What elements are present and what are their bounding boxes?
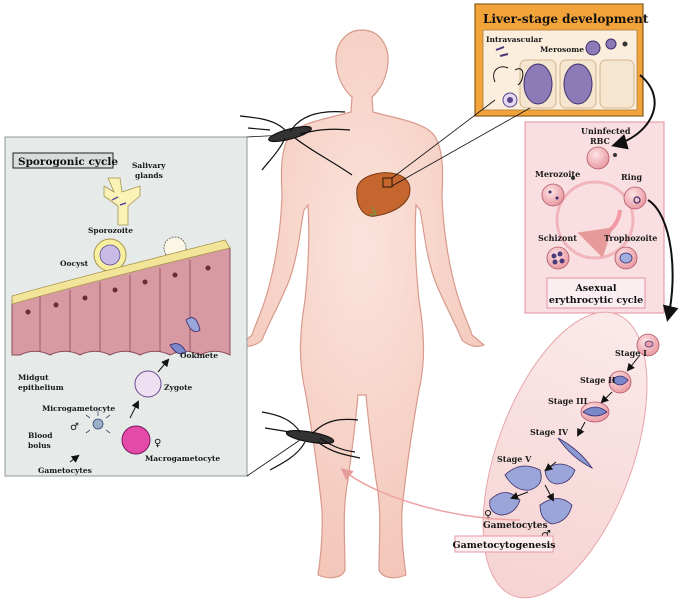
macrogametocyte-label: Macrogametocyte — [145, 454, 220, 463]
salivary-glands — [103, 177, 141, 226]
sporozoite-label: Sporozoite — [88, 226, 133, 235]
rbc-merozoite — [541, 183, 565, 207]
microgametocyte-label: Microgametocyte — [42, 404, 115, 413]
macrogametocyte — [121, 425, 151, 455]
liver-stage-panel: Liver-stage development Intravascular Me… — [474, 3, 649, 117]
gametocytes-label: Gametocytes — [483, 521, 548, 531]
sporogonic-panel: Sporogonic cycle Salivary glands Sporozo… — [4, 136, 248, 477]
gametocytogenesis-title: Gametocytogenesis — [452, 540, 555, 551]
midgut-label-2: epithelium — [18, 383, 64, 392]
stage-2-label: Stage II — [580, 375, 616, 385]
macro-female-symbol: ♀ — [154, 438, 161, 449]
stage-4-label: Stage IV — [530, 427, 569, 437]
human-body — [238, 29, 486, 579]
gametocytogenesis-panel: Stage I Stage II Stage III Stage IV Stag… — [452, 311, 660, 599]
ookinete — [169, 343, 187, 355]
gametocyte-male — [539, 498, 573, 525]
schizont-label: Schizont — [538, 233, 577, 243]
male-symbol: ♂ — [541, 528, 551, 541]
stage-5-label: Stage V — [497, 454, 532, 464]
oocyst-label: Oocyst — [60, 259, 89, 268]
female-symbol: ♀ — [484, 508, 492, 521]
sporogonic-title: Sporogonic cycle — [18, 156, 118, 168]
asexual-title-2: erythrocytic cycle — [549, 295, 643, 306]
merosome-label: Merosome — [540, 45, 584, 54]
rbc-label: RBC — [590, 136, 610, 146]
stage-1-label: Stage I — [615, 348, 647, 358]
gametocytes-sporogonic-label: Gametocytes — [38, 466, 92, 475]
asexual-cycle-panel: Uninfected RBC Merozoite Ring Schizont T… — [524, 121, 665, 314]
liver-stage-title: Liver-stage development — [483, 12, 649, 26]
blood-label-2: bolus — [28, 441, 51, 450]
zygote — [134, 370, 162, 398]
trophozoite-label: Trophozoite — [604, 233, 657, 243]
salivary-label-2: glands — [135, 171, 163, 180]
midgut-label-1: Midgut — [18, 373, 49, 382]
uninfected-label: Uninfected — [581, 126, 631, 136]
stage-4-cell — [557, 437, 594, 470]
rbc-uninfected — [586, 146, 610, 170]
microgametocyte — [85, 411, 111, 434]
rbc-schizont — [546, 246, 570, 270]
ookinete-label: Ookinete — [180, 351, 218, 360]
salivary-label-1: Salivary — [132, 161, 166, 170]
stage-3-label: Stage III — [548, 396, 588, 406]
merozoite-label: Merozoite — [535, 169, 580, 179]
micro-male-symbol: ♂ — [70, 422, 79, 433]
blood-label-1: Blood — [28, 431, 53, 440]
zygote-label: Zygote — [164, 383, 193, 392]
mosquito-lower — [261, 411, 361, 471]
asexual-title-1: Asexual — [574, 283, 616, 294]
ring-label: Ring — [621, 172, 643, 182]
mosquito-upper — [239, 110, 353, 176]
intravascular-label: Intravascular — [486, 35, 543, 44]
